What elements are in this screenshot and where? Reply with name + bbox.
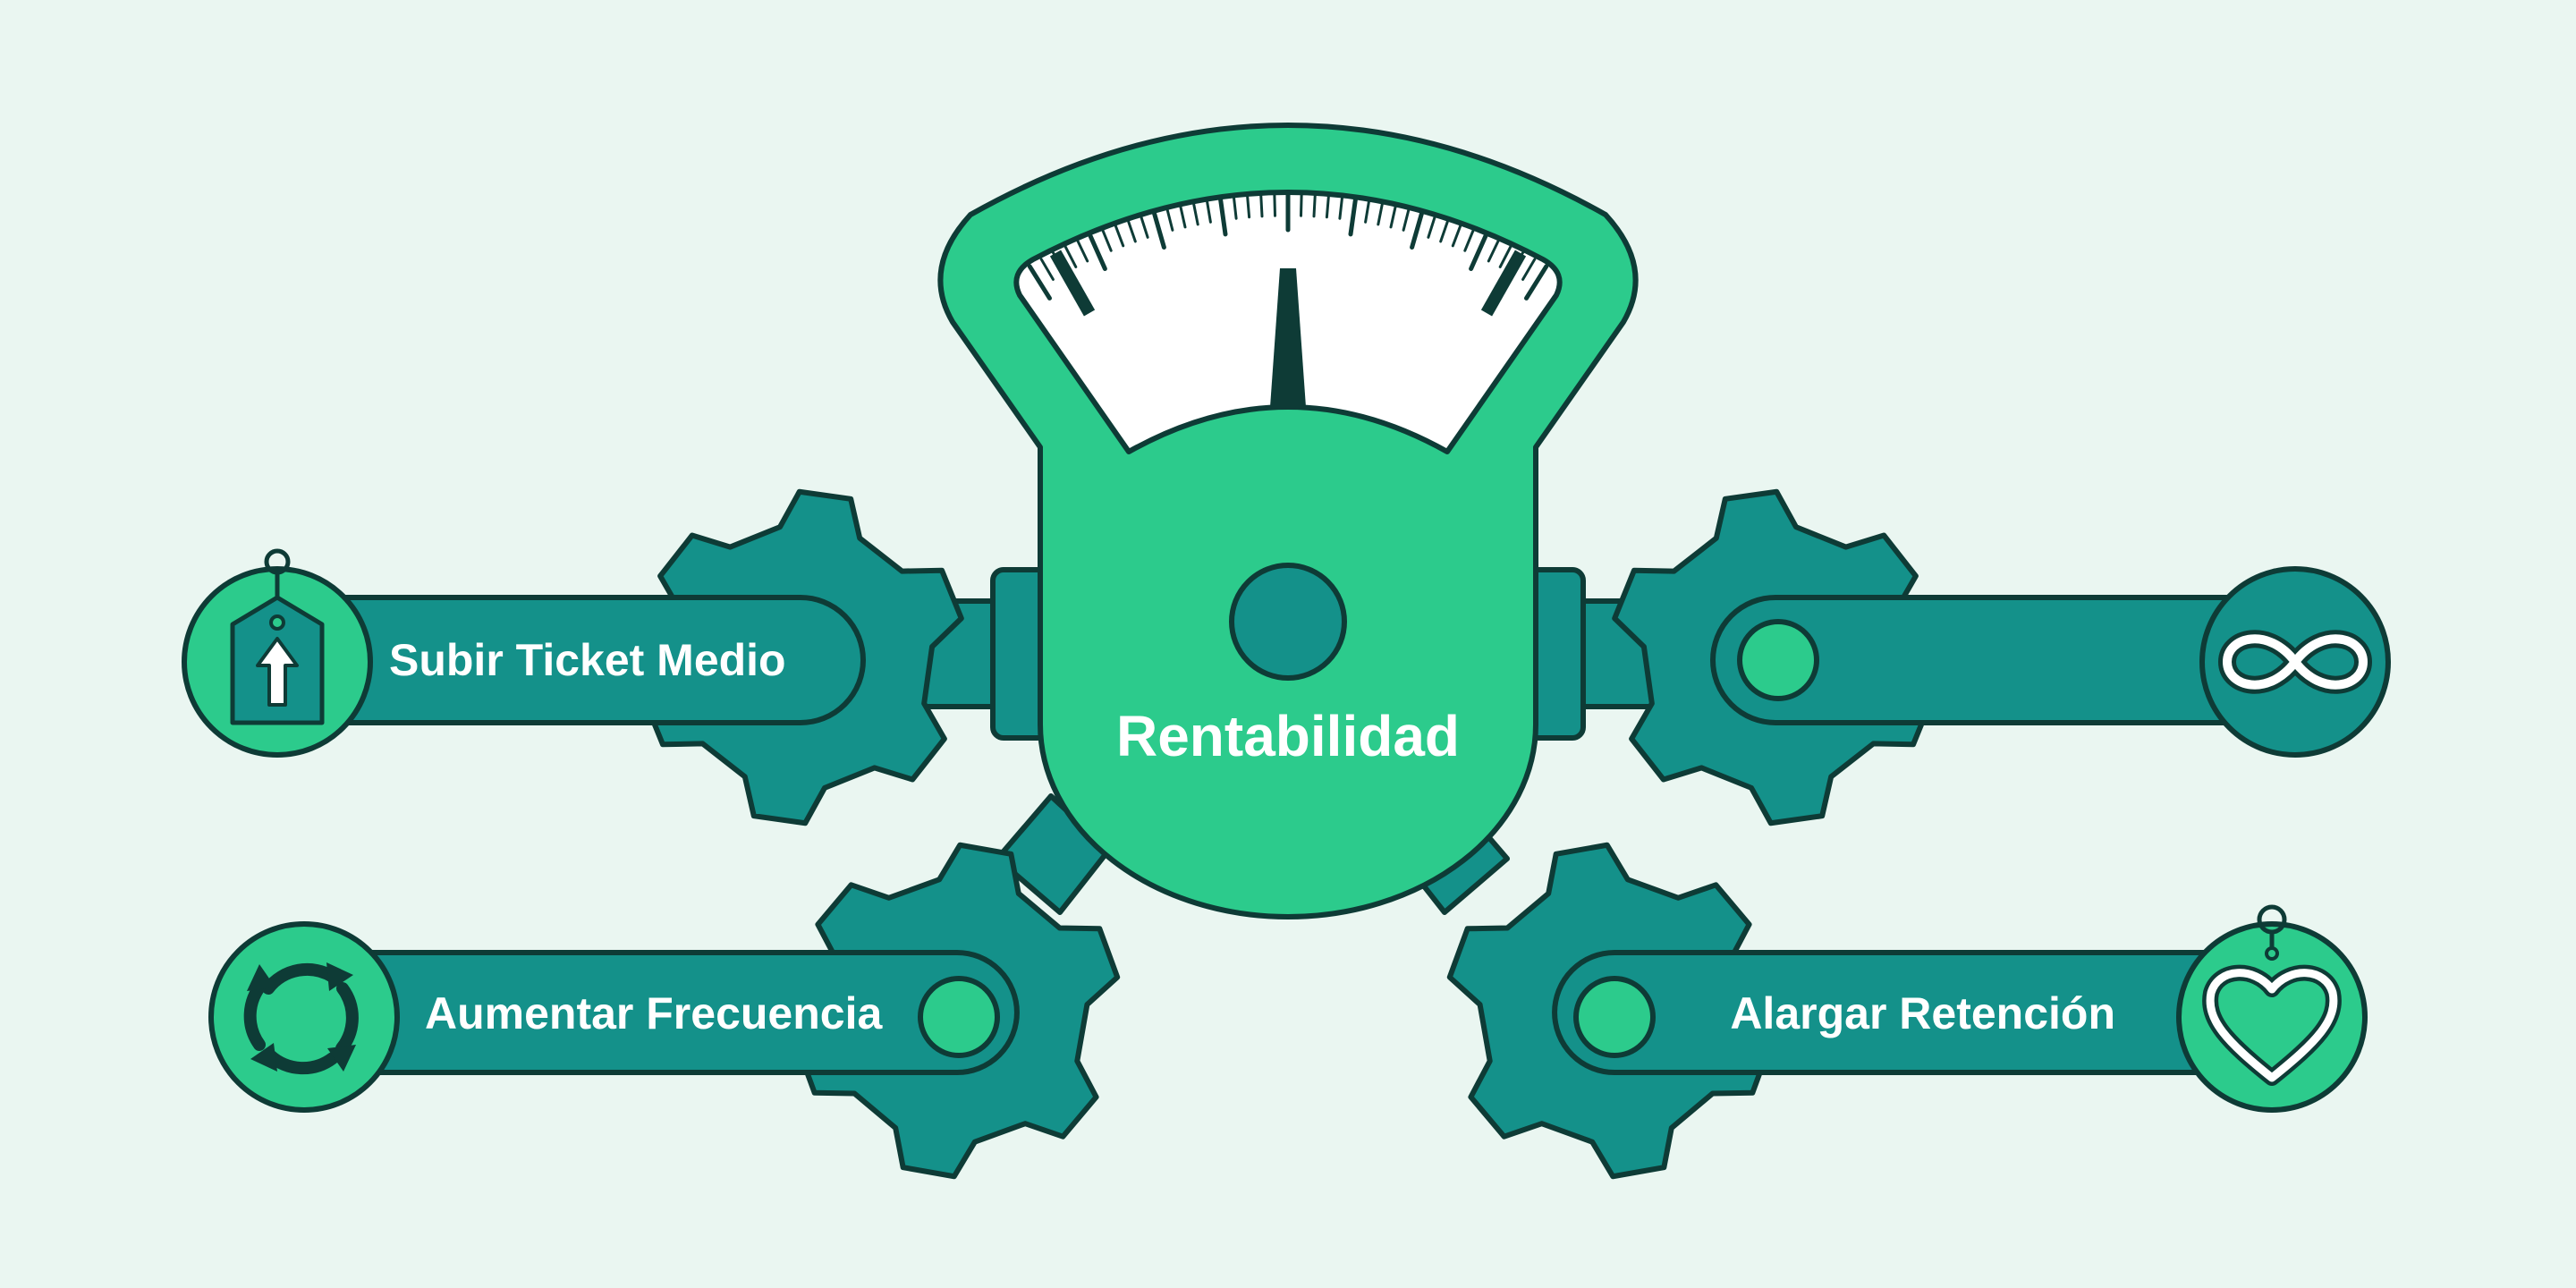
lever-label-alargar-retencion: Alargar Retención: [1730, 988, 2115, 1038]
dial-tick: [1126, 217, 1137, 243]
dial-tick: [1521, 258, 1537, 281]
lever-bar-infinity: [1710, 595, 2257, 725]
dial-tick: [1364, 198, 1371, 224]
dial-tick: [1151, 208, 1166, 250]
scale-center-knob: [1229, 563, 1347, 681]
dial-tick: [1439, 217, 1450, 243]
dial-tick: [1076, 239, 1089, 263]
center-label: Rentabilidad: [1116, 704, 1460, 768]
dial-tick: [1348, 194, 1359, 237]
dial-tick: [1389, 203, 1398, 229]
lever-label-subir-ticket-medio: Subir Ticket Medio: [389, 635, 786, 685]
dial-ticks: [1027, 190, 1549, 301]
dial-tick: [1487, 239, 1500, 263]
lever-knob-infinity: [1737, 619, 1819, 701]
cycle-arrows-icon: [208, 921, 400, 1113]
dial-tick: [1259, 191, 1264, 218]
dial-tick: [1114, 223, 1125, 248]
lever-knob-alargar-retencion: [1573, 976, 1656, 1058]
lever-bars: [301, 595, 2257, 1075]
dial-tick: [1410, 208, 1425, 250]
dial-tick: [1178, 203, 1187, 229]
dial-tick: [1039, 258, 1055, 281]
dial-tick: [1427, 214, 1437, 239]
dial-tick: [1191, 199, 1199, 226]
dial-tick: [1087, 232, 1107, 271]
infinity-icon: [2199, 566, 2391, 758]
scale-body: [937, 123, 1639, 919]
lever-knob-aumentar-frecuencia: [918, 976, 1000, 1058]
lever-bar-aumentar-frecuencia: [328, 950, 1020, 1075]
dial-tick: [1498, 244, 1513, 268]
dial-tick: [1524, 264, 1549, 301]
dial-tick: [1451, 223, 1462, 248]
dial-end-mark-left: [1049, 250, 1096, 317]
dial-tick: [1063, 244, 1078, 268]
lever-bar-alargar-retencion: [1552, 950, 2230, 1075]
price-tag-up-arrow-icon: [182, 548, 373, 758]
dial-tick: [1338, 193, 1344, 220]
lever-bar-subir-ticket: [301, 595, 866, 725]
dial-tick: [1232, 193, 1238, 220]
dial-tick: [1402, 206, 1411, 232]
dial-tick: [1463, 227, 1476, 252]
dial-tick: [1312, 191, 1317, 218]
dial-end-mark-right: [1480, 250, 1527, 317]
dial-tick: [1027, 264, 1052, 301]
lever-label-aumentar-frecuencia: Aumentar Frecuencia: [425, 988, 883, 1038]
dial-needle: [1270, 268, 1306, 407]
dial-tick: [1325, 192, 1331, 219]
dial-tick: [1165, 206, 1174, 232]
dial-tick: [1139, 214, 1149, 239]
dial-tick: [1217, 194, 1228, 237]
heart-tag-icon: [2176, 904, 2368, 1113]
dial-tick: [1300, 191, 1303, 217]
dial-tick: [1469, 232, 1489, 271]
dial-tick: [1100, 227, 1113, 252]
dial-tick: [1377, 199, 1385, 226]
dial-tick: [1245, 192, 1251, 219]
dial-tick: [1205, 198, 1212, 224]
